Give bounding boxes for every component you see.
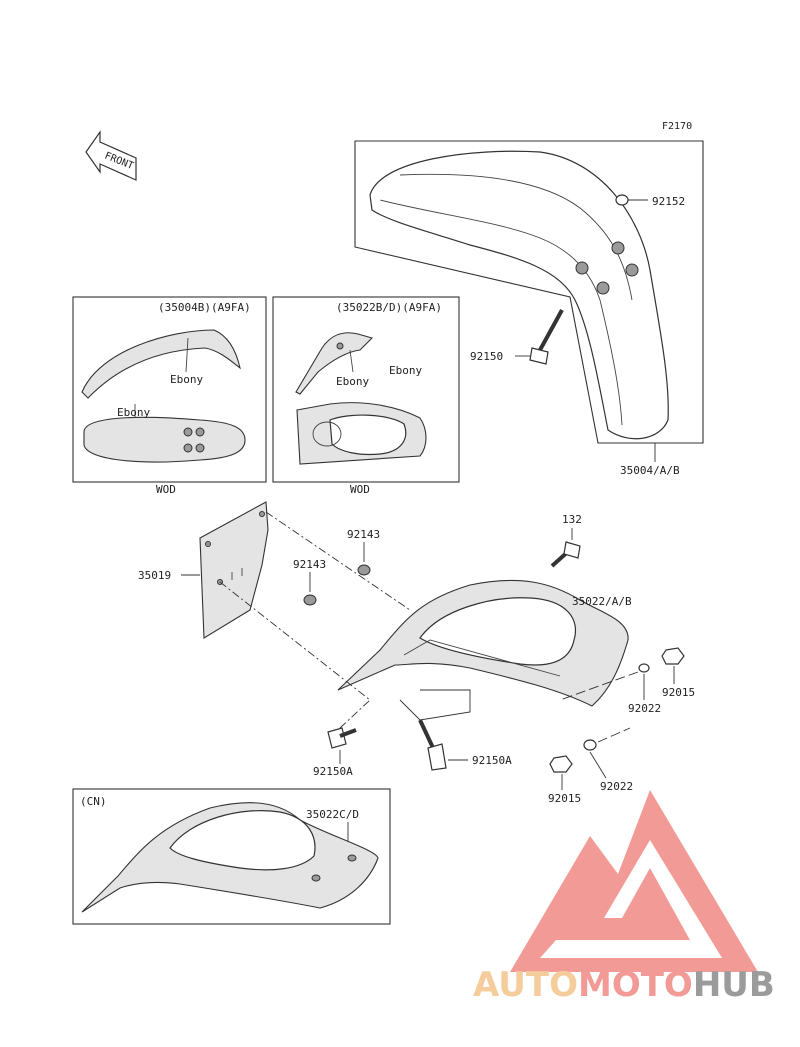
mount-hole-icon <box>575 261 589 275</box>
inset-right-label-2: Ebony <box>389 364 422 377</box>
part-label-92150: 92150 <box>470 350 503 363</box>
flap-plate-shape <box>199 501 269 639</box>
svg-text:AUTOMOTOHUB: AUTOMOTOHUB <box>473 965 775 1005</box>
inset-right: (35022B/D)(A9FA) Ebony Ebony WOD <box>272 296 460 496</box>
washer-icon <box>357 564 371 576</box>
inset-cn-title: (CN) <box>80 795 107 808</box>
part-label-92022-a: 92022 <box>628 702 661 715</box>
inset-left-label-1: Ebony <box>170 373 203 386</box>
front-fender-group: 92152 92150 35004/A/B <box>354 140 704 477</box>
bolt-icon <box>327 727 357 749</box>
watermark-hub: HUB <box>693 965 775 1005</box>
mount-hole-icon <box>596 281 610 295</box>
washer-icon <box>583 739 597 751</box>
part-label-92143-a: 92143 <box>347 528 380 541</box>
bolt-icon <box>529 309 564 365</box>
figure-code: F2170 <box>662 121 692 132</box>
front-arrow-icon: FRONT <box>85 130 137 181</box>
nut-icon <box>661 647 685 665</box>
nut-icon <box>549 755 573 773</box>
part-label-92015-a: 92015 <box>662 686 695 699</box>
inset-left-caption: WOD <box>156 483 176 496</box>
part-label-92143-b: 92143 <box>293 558 326 571</box>
watermark-auto: AUTO <box>473 965 578 1005</box>
watermark-moto: MOTO <box>578 965 693 1005</box>
inset-right-label-1: Ebony <box>336 375 369 388</box>
part-label-35004: 35004/A/B <box>620 464 680 477</box>
inset-right-caption: WOD <box>350 483 370 496</box>
part-label-92150A-a: 92150A <box>313 765 353 778</box>
part-label-92152: 92152 <box>652 195 685 208</box>
washer-icon <box>638 663 650 673</box>
mount-hole-icon <box>625 263 639 277</box>
rear-section: 35019 132 35022/A/B 92143 92143 92015 92… <box>138 501 695 805</box>
washer-icon <box>615 194 629 206</box>
washer-icon <box>303 594 317 606</box>
part-label-35022CD: 35022C/D <box>306 808 359 821</box>
inset-cn: (CN) 35022C/D <box>72 788 391 925</box>
watermark-triangle-icon <box>510 790 758 972</box>
part-label-92015-b: 92015 <box>548 792 581 805</box>
inset-left-title: (35004B)(A9FA) <box>158 301 251 314</box>
part-label-35022: 35022/A/B <box>572 595 632 608</box>
watermark-logo: AUTOMOTOHUB <box>473 790 775 1005</box>
inset-left-label-2: Ebony <box>117 406 150 419</box>
part-label-92022-b: 92022 <box>600 780 633 793</box>
bolt-icon <box>550 541 581 568</box>
part-label-35019: 35019 <box>138 569 171 582</box>
mount-hole-icon <box>611 241 625 255</box>
part-label-92150A-b: 92150A <box>472 754 512 767</box>
part-label-132: 132 <box>562 513 582 526</box>
inset-right-title: (35022B/D)(A9FA) <box>336 301 442 314</box>
inset-left: (35004B)(A9FA) Ebony Ebony WOD <box>72 296 267 496</box>
front-fender-shape <box>369 150 669 440</box>
bolt-icon <box>418 719 447 771</box>
